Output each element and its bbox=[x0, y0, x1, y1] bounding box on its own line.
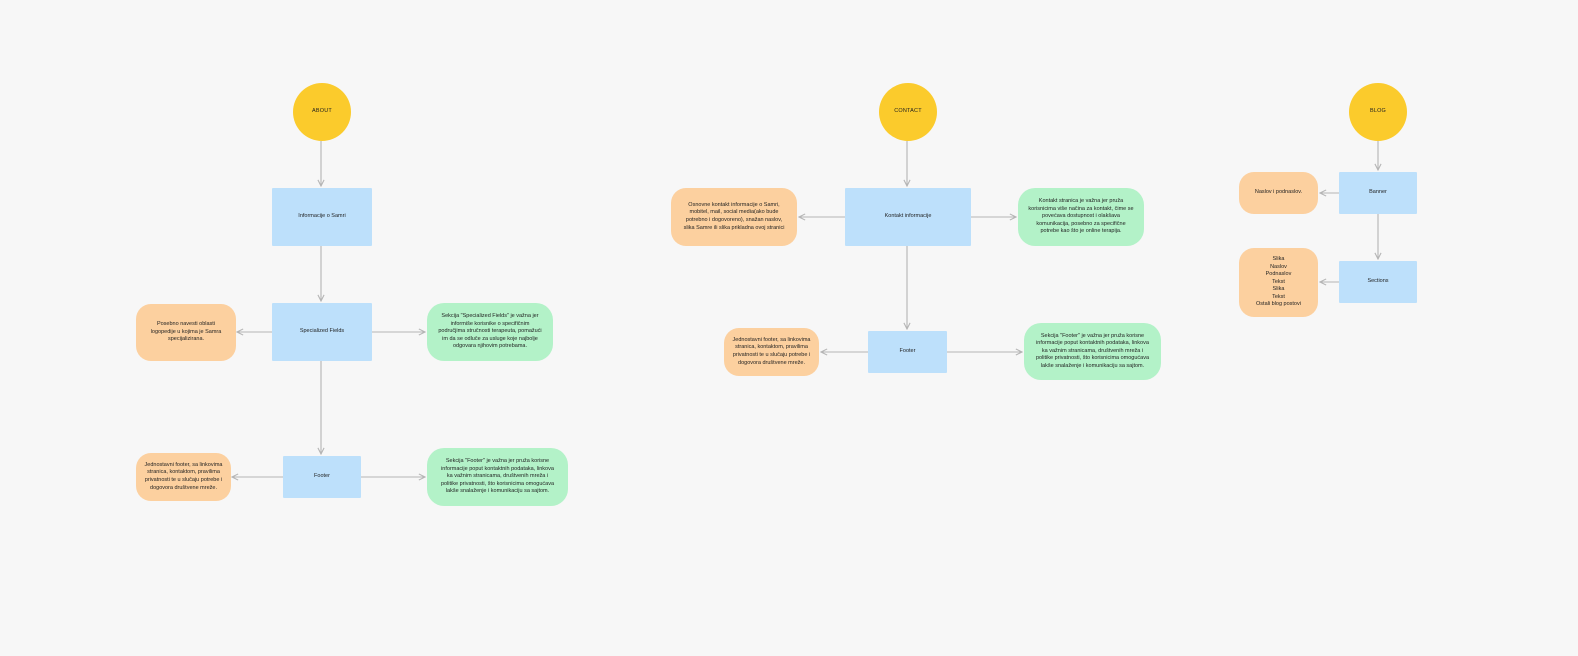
about-fields-description-note[interactable]: Sekcija "Specialized Fields" je važna je… bbox=[427, 303, 553, 361]
about-page-node[interactable]: ABOUT bbox=[293, 83, 351, 141]
contact-footer-info-note[interactable]: Jednostavni footer, sa linkovima stranic… bbox=[724, 328, 819, 376]
about-specialized-fields-node[interactable]: Specialized Fields bbox=[272, 303, 372, 361]
contact-page-node[interactable]: CONTACT bbox=[879, 83, 937, 141]
blog-banner-note[interactable]: Naslov i podnaslov. bbox=[1239, 172, 1318, 214]
contact-footer-node[interactable]: Footer bbox=[868, 331, 947, 373]
blog-banner-node[interactable]: Banner bbox=[1339, 172, 1417, 214]
contact-kontakt-info-note[interactable]: Osnovne kontakt informacije o Samri, mob… bbox=[671, 188, 797, 246]
about-footer-info-note[interactable]: Jednostavni footer, sa linkovima stranic… bbox=[136, 453, 231, 501]
contact-kontakt-description-note[interactable]: Kontakt stranica je važna jer pruža kori… bbox=[1018, 188, 1144, 246]
blog-sections-node[interactable]: Sections bbox=[1339, 261, 1417, 303]
contact-footer-description-note[interactable]: Sekcija "Footer" je važna jer pruža kori… bbox=[1024, 323, 1161, 380]
about-footer-node[interactable]: Footer bbox=[283, 456, 361, 498]
blog-sections-note[interactable]: Slika Naslov Podnaslov Tekst Slika Tekst… bbox=[1239, 248, 1318, 317]
contact-kontakt-informacije-node[interactable]: Kontakt informacije bbox=[845, 188, 971, 246]
about-informacije-node[interactable]: Informacije o Samri bbox=[272, 188, 372, 246]
about-fields-info-note[interactable]: Posebno navesti oblasti logopedije u koj… bbox=[136, 304, 236, 361]
about-footer-description-note[interactable]: Sekcija "Footer" je važna jer pruža kori… bbox=[427, 448, 568, 506]
blog-page-node[interactable]: BLOG bbox=[1349, 83, 1407, 141]
